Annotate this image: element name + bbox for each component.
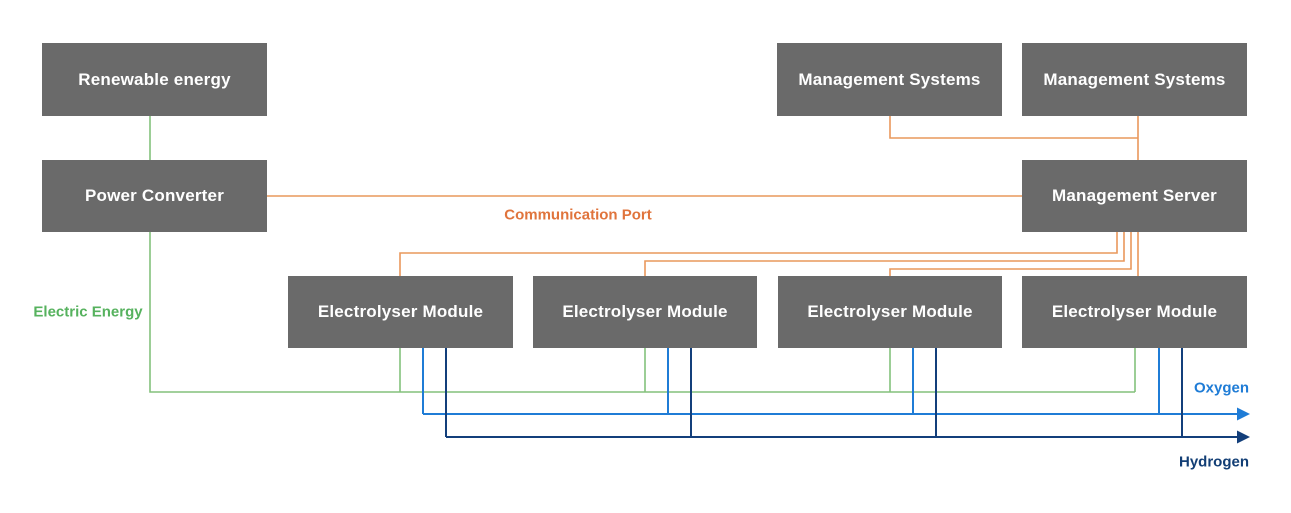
electric-energy-label: Electric Energy: [33, 303, 143, 321]
node-label-renewable-energy: Renewable energy: [78, 69, 231, 89]
oxygen-label: Oxygen: [1193, 379, 1249, 397]
node-electrolyser-module-4: Electrolyser Module: [1022, 276, 1247, 348]
node-renewable-energy: Renewable energy: [42, 43, 267, 116]
hydrogen-label: Hydrogen: [1178, 453, 1249, 471]
converter-energy-bus-line: [149, 232, 1135, 393]
node-label-electrolyser-module-3: Electrolyser Module: [807, 302, 973, 321]
node-power-converter: Power Converter: [42, 160, 267, 232]
node-label-power-converter: Power Converter: [84, 186, 225, 205]
node-electrolyser-module-3: Electrolyser Module: [778, 276, 1002, 348]
node-label-electrolyser-module-2: Electrolyser Module: [562, 302, 728, 321]
node-electrolyser-module-1: Electrolyser Module: [288, 276, 513, 348]
node-electrolyser-module-2: Electrolyser Module: [533, 276, 757, 348]
server-to-module-1-line: [399, 232, 1118, 276]
node-label-electrolyser-module-4: Electrolyser Module: [1051, 302, 1218, 321]
node-label-management-systems-1: Management Systems: [798, 69, 981, 89]
node-label-management-server: Management Server: [1052, 186, 1217, 205]
node-label-management-systems-2: Management Systems: [1043, 69, 1226, 89]
node-label-electrolyser-module-1: Electrolyser Module: [317, 302, 484, 321]
systems1-to-server-line: [889, 116, 1138, 139]
node-management-systems-1: Management Systems: [777, 43, 1002, 116]
communication-port-label: Communication Port: [504, 206, 652, 224]
node-management-server: Management Server: [1022, 160, 1247, 232]
server-to-module-3-line: [889, 232, 1132, 276]
oxygen-outlet-arrowhead-icon: [1237, 407, 1250, 421]
node-management-systems-2: Management Systems: [1022, 43, 1247, 116]
hydrogen-outlet-arrowhead-icon: [1237, 430, 1250, 444]
server-to-module-2-line: [644, 232, 1125, 276]
